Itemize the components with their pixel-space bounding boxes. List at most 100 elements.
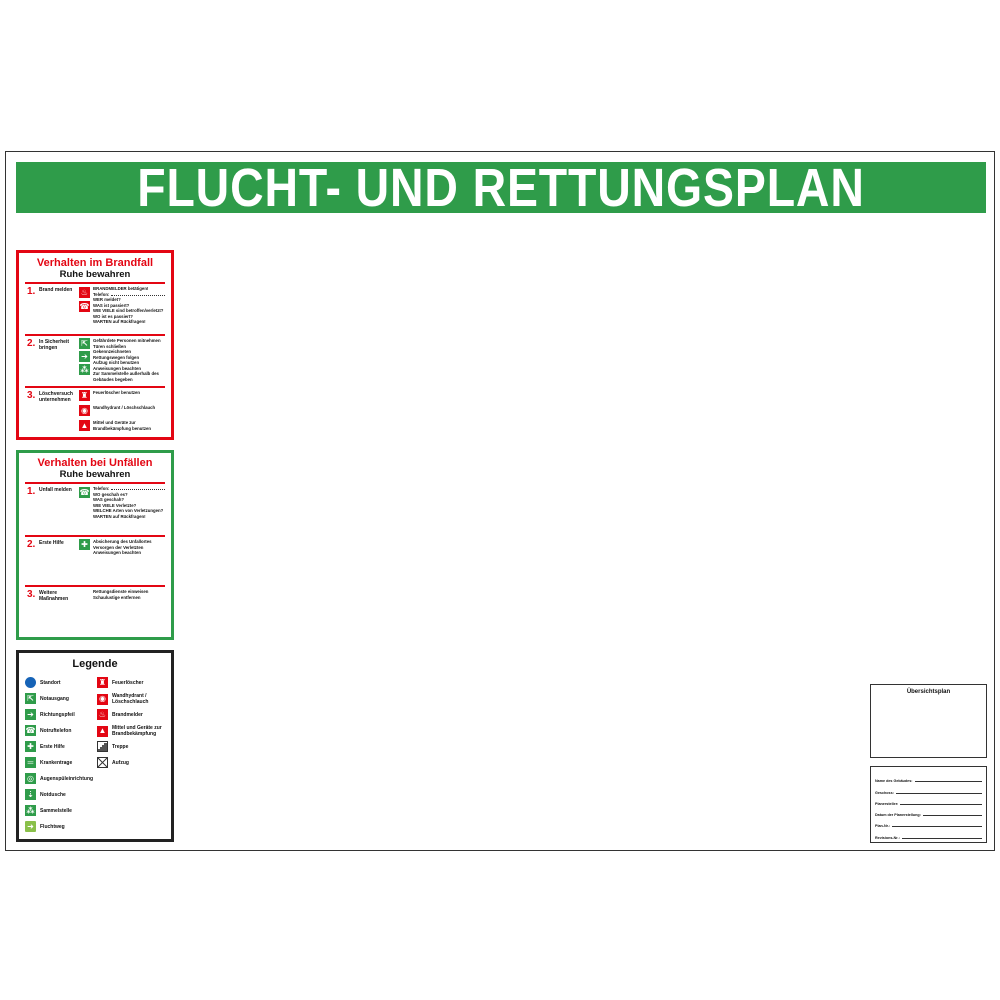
legend-item-erste-hilfe: ✚ Erste Hilfe — [25, 741, 65, 752]
fire-hose-icon: ◉ — [79, 405, 90, 416]
phone-fill-line — [110, 292, 165, 296]
step-number: 3. — [27, 390, 36, 401]
step-line: WO geschah es? — [93, 491, 128, 497]
step-line — [93, 396, 165, 402]
step-number: 2. — [27, 338, 36, 349]
accident-step-1: 1. Unfall melden ☎ Telefon: WO geschah e… — [25, 482, 165, 535]
legend-item-brandbekaempfung: ▲ Mittel und Geräte zur Brandbekämpfung — [97, 725, 162, 737]
fire-behaviour-panel: Verhalten im Brandfall Ruhe bewahren 1. … — [16, 250, 174, 440]
accident-panel-subtitle: Ruhe bewahren — [59, 469, 131, 480]
fire-phone-icon: ☎ — [79, 301, 90, 312]
fill-line — [895, 792, 982, 794]
step-lines: Telefon: WO geschah es? WAS geschah? WIE… — [93, 486, 165, 519]
accident-step-2: 2. Erste Hilfe ✚ Absicherung des Unfallo… — [25, 535, 165, 585]
legend-item-feuerloescher: ♜ Feuerlöscher — [97, 677, 144, 688]
fluchtweg-icon: ➜ — [25, 821, 36, 832]
legend-item-notruftelefon: ☎ Notruftelefon — [25, 725, 72, 736]
step-label: Erste Hilfe — [39, 540, 64, 546]
step-line: BRANDMELDER betätigen! — [93, 286, 149, 291]
standort-icon — [25, 677, 36, 688]
step-line: WIE VIELE Verletzte? — [93, 502, 137, 508]
fire-step-3: 3. Löschversuch unternehmen ♜ ◉ ▲ Feuerl… — [25, 386, 165, 436]
direction-arrow-icon: ➔ — [79, 351, 90, 362]
notruftelefon-icon: ☎ — [25, 725, 36, 736]
legend-item-standort: Standort — [25, 677, 61, 688]
step-number: 1. — [27, 486, 36, 497]
step-divider — [25, 535, 165, 537]
step-line: WAS geschah? — [93, 497, 125, 502]
aufzug-icon — [97, 757, 108, 768]
step-line: WIE VIELE sind betroffen/verletzt? — [93, 308, 164, 313]
step-label: In Sicherheit bringen — [39, 339, 70, 351]
legend-item-treppe: Treppe — [97, 741, 128, 752]
notausgang-icon: ⇱ — [25, 693, 36, 704]
brandbekaempfung-icon: ▲ — [97, 725, 108, 737]
firefighting-equipment-icon: ▲ — [79, 420, 90, 431]
sammelstelle-icon: ⁂ — [25, 805, 36, 816]
step-line: Anweisungen beachten — [93, 550, 141, 555]
notdusche-icon: ⇣ — [25, 789, 36, 800]
legend-item-aufzug: Aufzug — [97, 757, 129, 768]
step-label: Weitere Maßnahmen — [39, 590, 69, 602]
fire-step-1: 1. Brand melden ♨ ☎ BRANDMELDER betätige… — [25, 282, 165, 334]
step-line: WER meldet? — [93, 297, 121, 302]
step-line: WO ist es passiert? — [93, 313, 133, 319]
emergency-phone-icon: ☎ — [79, 487, 90, 498]
info-row-author: Planersteller: — [875, 795, 982, 806]
feuerloescher-icon: ♜ — [97, 677, 108, 688]
fire-step-2: 2. In Sicherheit bringen ⇱ ➔ ⁂ Gefährdet… — [25, 334, 165, 386]
emergency-exit-icon: ⇱ — [79, 338, 90, 349]
overview-plan-box: Übersichtsplan — [870, 684, 987, 758]
fill-line — [892, 826, 982, 828]
fill-line — [914, 781, 982, 783]
accident-step-3: 3. Weitere Maßnahmen Rettungsdienste ein… — [25, 585, 165, 633]
fill-line — [922, 815, 982, 817]
step-line: Zur Sammelstelle außerhalb des — [93, 371, 159, 376]
erste-hilfe-icon: ✚ — [25, 741, 36, 752]
step-line: WARTEN auf Rückfragen! — [93, 513, 146, 519]
wandhydrant-icon: ◉ — [97, 693, 108, 705]
step-number: 1. — [27, 286, 36, 297]
step-line: WARTEN auf Rückfragen! — [93, 319, 146, 324]
step-line: Schaulustige entfernen — [93, 594, 141, 600]
fire-extinguisher-icon: ♜ — [79, 390, 90, 401]
step-label: Unfall melden — [39, 487, 72, 493]
step-lines: Absicherung des Unfallortes Versorgen de… — [93, 539, 165, 556]
legend-item-fluchtweg: ➜ Fluchtweg — [25, 821, 65, 832]
step-line — [93, 411, 165, 417]
step-label: Löschversuch unternehmen — [39, 391, 73, 403]
step-number: 2. — [27, 539, 36, 550]
step-line: Aufzug nicht benutzen — [93, 360, 140, 365]
step-divider — [25, 282, 165, 284]
first-aid-icon: ✚ — [79, 539, 90, 550]
info-row-plan-number: Plan-Nr.: — [875, 817, 982, 828]
step-label: Brand melden — [39, 287, 73, 293]
accident-panel-title: Verhalten bei Unfällen — [37, 457, 153, 469]
step-line: Anweisungen beachten — [93, 365, 141, 371]
fire-panel-title: Verhalten im Brandfall — [36, 257, 154, 269]
step-line: Gebäudes begeben — [93, 376, 133, 382]
step-line: Brandbekämpfung benutzen — [93, 425, 152, 431]
legend-item-sammelstelle: ⁂ Sammelstelle — [25, 805, 72, 816]
legend-item-augenspueleinrichtung: ◎ Augenspüleinrichtung — [25, 773, 94, 784]
step-line: Versorgen der Verletzten — [93, 544, 144, 550]
treppe-icon — [97, 741, 108, 752]
fire-panel-subtitle: Ruhe bewahren — [59, 269, 131, 280]
step-line: Telefon: — [93, 486, 165, 492]
accident-behaviour-panel: Verhalten bei Unfällen Ruhe bewahren 1. … — [16, 450, 174, 640]
step-line: Telefon: — [93, 292, 165, 298]
step-line: Absicherung des Unfallortes — [93, 539, 152, 544]
step-line: Wandhydrant / Löschschlauch — [93, 405, 156, 410]
legend-item-wandhydrant: ◉ Wandhydrant / Löschschlauch — [97, 693, 149, 705]
step-line: Türen schließen — [93, 343, 126, 349]
plan-title-bar: FLUCHT- UND RETTUNGSPLAN — [16, 157, 986, 218]
step-divider — [25, 386, 165, 388]
plan-title: FLUCHT- UND RETTUNGSPLAN — [137, 157, 865, 218]
krankentrage-icon: ═ — [25, 757, 36, 768]
step-line: Feuerlöscher benutzen — [93, 390, 141, 395]
info-row-date: Datum der Planerstellung: — [875, 806, 982, 817]
legend-item-krankentrage: ═ Krankentrage — [25, 757, 72, 768]
step-line: Rettungsdienste einweisen — [93, 589, 149, 594]
step-divider — [25, 585, 165, 587]
plan-info-box: Name des Gebäudes: Geschoss: Planerstell… — [870, 766, 987, 843]
